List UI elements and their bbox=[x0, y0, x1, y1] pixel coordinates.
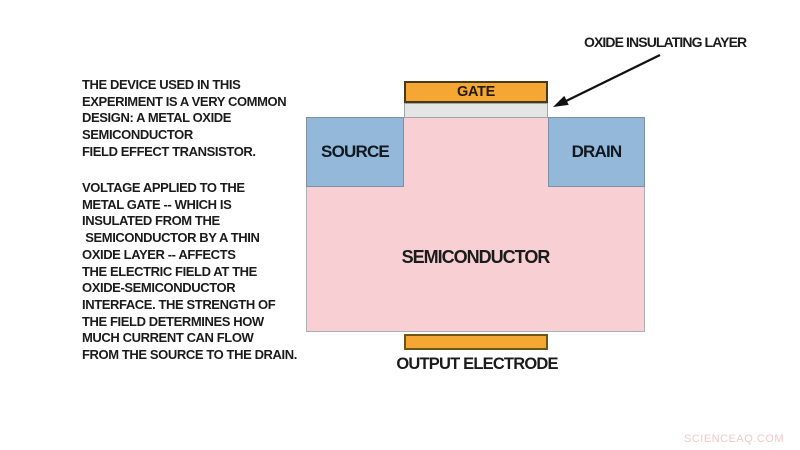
drain-region: DRAIN bbox=[548, 117, 645, 187]
output-electrode-label: OUTPUT ELECTRODE bbox=[396, 355, 558, 373]
semiconductor-label: SEMICONDUCTOR bbox=[401, 247, 551, 267]
oxide-insulating-layer bbox=[404, 103, 548, 118]
gate-label: GATE bbox=[456, 84, 495, 100]
gate-region: GATE bbox=[404, 81, 548, 103]
oxide-callout-label: OXIDE INSULATING LAYER bbox=[584, 34, 747, 50]
intro-paragraph: THE DEVICE USED IN THIS EXPERIMENT IS A … bbox=[82, 77, 287, 159]
source-region: SOURCE bbox=[306, 117, 404, 187]
source-label: SOURCE bbox=[321, 142, 390, 161]
drain-label: DRAIN bbox=[571, 142, 623, 161]
watermark: SCIENCEAQ.COM bbox=[683, 433, 784, 445]
output-electrode bbox=[404, 334, 548, 350]
explanation-paragraph: VOLTAGE APPLIED TO THE METAL GATE -- WHI… bbox=[82, 180, 297, 363]
